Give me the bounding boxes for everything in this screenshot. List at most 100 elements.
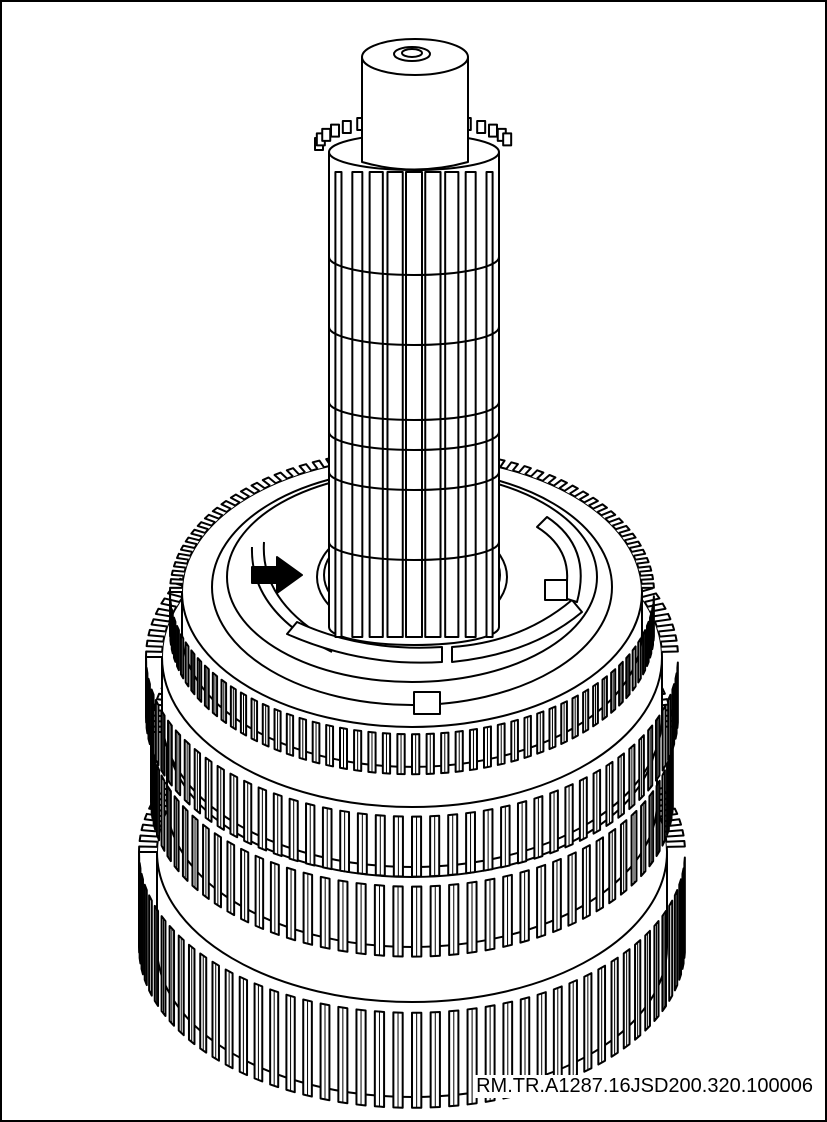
large-gear-tooth: [678, 878, 683, 981]
spline-crown-tooth: [502, 132, 513, 147]
upper-gear-back-tooth: [505, 461, 519, 472]
upper-gear-back-tooth: [608, 517, 624, 527]
spline-band: [328, 541, 500, 561]
large-gear-back-tooth: [138, 834, 159, 843]
middle-gear-upper-back-tooth: [641, 592, 661, 603]
upper-gear-back-tooth: [273, 471, 288, 482]
upper-gear-back-tooth: [250, 481, 266, 492]
middle-gear-upper-back-tooth: [145, 650, 163, 658]
upper-gear-back-tooth: [641, 582, 655, 589]
large-gear-back-tooth: [138, 845, 158, 853]
upper-gear-tooth: [176, 625, 180, 672]
upper-gear-tooth: [179, 633, 185, 680]
middle-gear-upper-tooth: [145, 666, 149, 735]
middle-gear-upper-tooth: [667, 693, 672, 762]
middle-gear-upper-back-tooth: [659, 634, 678, 643]
middle-gear-upper-tooth: [671, 683, 676, 751]
spline-band: [328, 256, 500, 276]
spline-crown-tooth: [487, 123, 498, 138]
spline-groove: [351, 171, 364, 638]
middle-gear-upper-back-tooth: [647, 602, 667, 613]
arrow-right-icon: [251, 556, 303, 594]
middle-gear-upper-back-tooth: [656, 623, 676, 633]
upper-gear-back-tooth: [169, 578, 183, 585]
upper-gear-back-tooth: [583, 496, 599, 507]
middle-gear-upper-back-tooth: [147, 628, 166, 638]
spline-groove: [405, 171, 423, 638]
middle-gear-upper-back-tooth: [652, 612, 672, 623]
upper-gear-back-tooth: [563, 484, 579, 495]
middle-gear-lower-tooth: [661, 769, 666, 847]
large-gear-tooth: [148, 894, 153, 997]
upper-gear-back-tooth: [229, 493, 246, 504]
middle-gear-lower-tooth: [160, 774, 166, 852]
upper-gear-back-tooth: [635, 556, 650, 565]
upper-gear-back-tooth: [211, 506, 228, 517]
reference-code: RM.TR.A1287.16JSD200.320.100006: [474, 1075, 815, 1098]
large-gear-tooth: [140, 872, 144, 976]
middle-gear-upper-back-tooth: [145, 639, 164, 648]
spline-crown-tooth: [476, 120, 487, 135]
large-gear-tooth: [138, 861, 142, 965]
upper-gear-back-tooth: [169, 586, 183, 593]
spline-crown-tooth: [341, 120, 352, 135]
middle-gear-upper-back-tooth: [150, 618, 170, 628]
spline-band: [328, 431, 500, 451]
upper-gear-back-tooth: [541, 473, 557, 485]
upper-gear-back-tooth: [170, 569, 185, 577]
upper-gear-back-tooth: [553, 479, 568, 490]
upper-gear-back-tooth: [172, 561, 188, 569]
upper-gear-back-tooth: [640, 573, 655, 581]
upper-gear-back-tooth: [574, 490, 590, 501]
spline-band: [328, 401, 500, 421]
spline-crown-tooth: [330, 123, 341, 138]
spline-groove: [464, 171, 477, 638]
spline-groove: [424, 171, 442, 638]
upper-gear-back-tooth: [615, 524, 631, 534]
spline-groove: [485, 171, 494, 638]
large-gear-tooth: [143, 883, 148, 987]
large-gear-tooth: [668, 899, 674, 1002]
upper-gear-back-tooth: [600, 510, 617, 520]
upper-gear-back-tooth: [621, 532, 637, 542]
spline-groove: [368, 171, 384, 638]
middle-gear-lower-tooth: [152, 753, 157, 831]
upper-gear-tooth: [649, 612, 653, 659]
middle-gear-upper-tooth: [150, 688, 155, 756]
spline-groove: [444, 171, 460, 638]
upper-gear-back-tooth: [203, 513, 220, 524]
upper-gear-back-tooth: [239, 487, 255, 498]
middle-gear-upper-tooth: [147, 677, 151, 746]
upper-gear-back-tooth: [184, 536, 200, 546]
upper-gear-back-tooth: [638, 565, 653, 573]
spline-crown-tooth: [321, 127, 332, 142]
middle-gear-upper-tooth: [661, 704, 667, 772]
upper-gear-tooth: [645, 620, 650, 668]
large-gear-back-tooth: [666, 840, 686, 848]
upper-gear-back-tooth: [179, 544, 195, 553]
shaft-end-collar: [361, 38, 469, 171]
upper-gear-tooth: [637, 637, 642, 684]
upper-gear-back-tooth: [220, 499, 236, 510]
upper-gear-back-tooth: [631, 548, 647, 557]
middle-gear-upper-tooth: [674, 672, 678, 740]
middle-gear-lower-tooth: [155, 763, 161, 842]
upper-gear-back-tooth: [311, 459, 325, 470]
large-gear-back-tooth: [664, 829, 685, 838]
middle-gear-lower-tooth: [669, 747, 673, 826]
upper-gear-tooth: [631, 645, 637, 692]
upper-gear-back-tooth: [626, 540, 642, 549]
upper-gear-back-tooth: [530, 469, 545, 480]
large-gear-tooth: [681, 867, 685, 970]
upper-gear-back-tooth: [592, 503, 608, 513]
upper-gear-back-tooth: [176, 552, 191, 561]
upper-gear-back-tooth: [190, 528, 206, 538]
upper-gear-back-tooth: [196, 521, 212, 531]
upper-gear-tooth: [170, 608, 174, 655]
spline-groove: [386, 171, 404, 638]
large-gear-tooth: [673, 889, 679, 992]
spline-band: [328, 471, 500, 491]
spline-band: [328, 326, 500, 346]
